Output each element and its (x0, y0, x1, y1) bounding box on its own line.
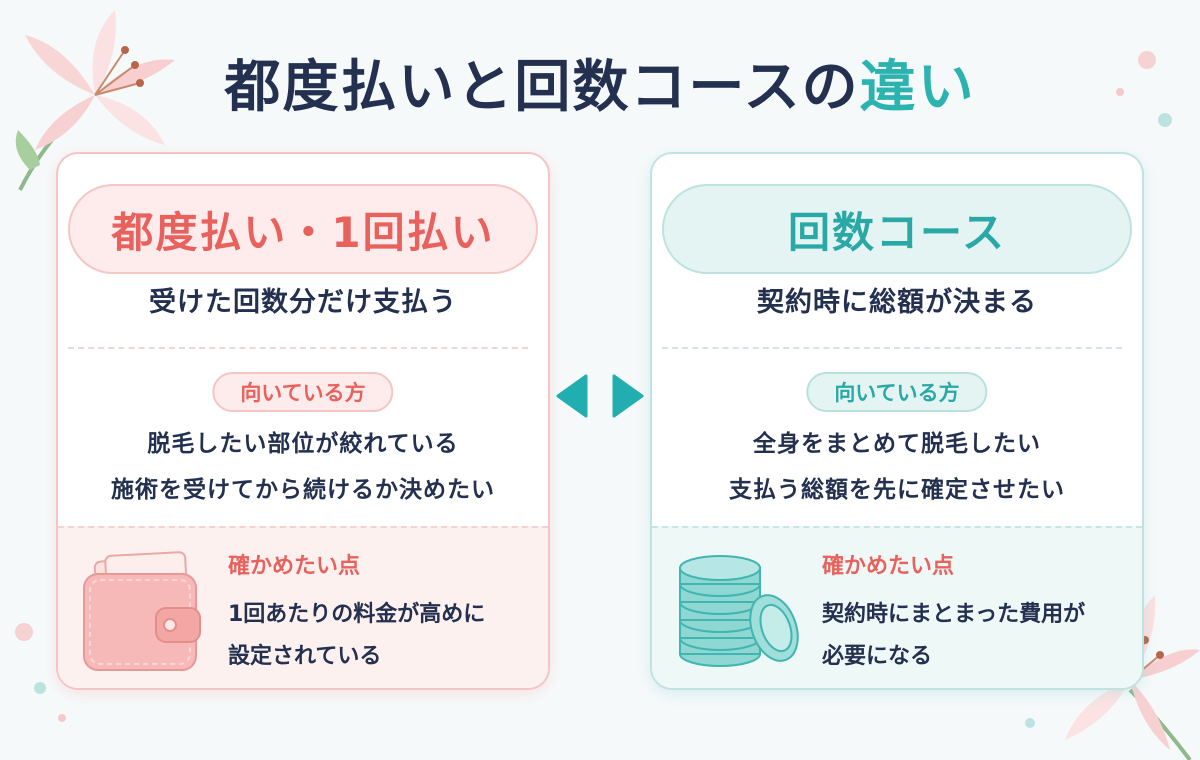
per-visit-check-item: 設定されている (228, 644, 382, 669)
per-visit-heading: 都度払い・1回払い (68, 184, 538, 274)
per-visit-suited-item: 施術を受けてから続けるか決めたい (111, 477, 495, 503)
per-visit-suited-item: 脱毛したい部位が絞れている (147, 431, 459, 457)
course-plan-card: 回数コース 契約時に総額が決まる 向いている方 全身をまとめて脱毛したい 支払う… (650, 152, 1144, 690)
course-plan-summary: 契約時に総額が決まる (757, 287, 1037, 318)
lily-flower-top-left-icon (15, 10, 175, 191)
title-main: 都度払いと回数コースの (224, 55, 860, 120)
wallet-icon (83, 551, 201, 671)
compare-arrows-icon (556, 374, 644, 418)
course-plan-suited-badge: 向いている方 (806, 372, 988, 412)
divider (662, 347, 1122, 349)
divider (68, 347, 528, 349)
per-visit-check-label: 確かめたい点 (228, 554, 361, 579)
course-plan-suited-item: 支払う総額を先に確定させたい (729, 477, 1065, 503)
per-visit-check-item: 1回あたりの料金が高めに (228, 602, 486, 627)
coin-stack-icon (679, 555, 799, 667)
course-plan-check-item: 必要になる (822, 644, 933, 669)
page-title: 都度払いと回数コースの違い (0, 42, 1200, 123)
per-visit-summary: 受けた回数分だけ支払う (149, 287, 457, 318)
course-plan-check-item: 契約時にまとまった費用が (822, 602, 1086, 627)
course-plan-heading: 回数コース (662, 184, 1132, 274)
title-accent: 違い (859, 55, 976, 120)
per-visit-check-section: 確かめたい点 1回あたりの料金が高めに 設定されている (58, 526, 548, 688)
course-plan-check-section: 確かめたい点 契約時にまとまった費用が 必要になる (652, 526, 1142, 688)
per-visit-payment-card: 都度払い・1回払い 受けた回数分だけ支払う 向いている方 脱毛したい部位が絞れて… (56, 152, 550, 690)
course-plan-check-label: 確かめたい点 (822, 554, 955, 579)
course-plan-suited-item: 全身をまとめて脱毛したい (753, 431, 1041, 457)
per-visit-suited-badge: 向いている方 (212, 372, 394, 412)
